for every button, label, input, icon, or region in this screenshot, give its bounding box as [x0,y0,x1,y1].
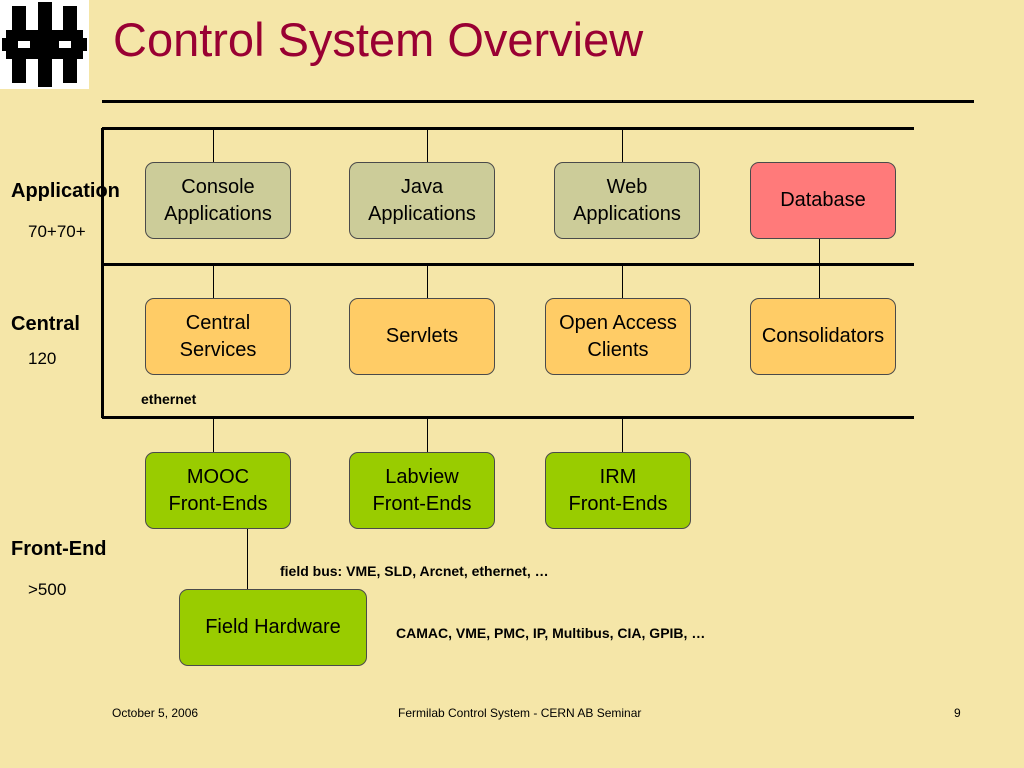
connector [247,528,248,589]
central-bus-line [102,263,914,266]
central-services-box: Central Services [145,298,291,375]
servlets-box: Servlets [349,298,495,375]
tier-count-central: 120 [28,349,57,368]
connector [622,265,623,298]
tier-count-application: 70+70+ [28,222,86,241]
tier-label-frontend: Front-End [11,538,107,560]
footer-title: Fermilab Control System - CERN AB Semina… [398,706,642,720]
footer-date: October 5, 2006 [112,706,199,720]
open-access-clients-box: Open Access Clients [545,298,691,375]
hardware-buses-note: CAMAC, VME, PMC, IP, Multibus, CIA, GPIB… [396,625,706,641]
connector [427,129,428,162]
left-spine-line [101,128,104,418]
connector [213,129,214,162]
application-bus-line [102,127,914,130]
console-applications-box: Console Applications [145,162,291,239]
java-applications-box: Java Applications [349,162,495,239]
page-number: 9 [954,706,961,720]
connector [213,265,214,298]
connector [819,238,820,298]
connector [622,129,623,162]
consolidators-box: Consolidators [750,298,896,375]
labview-front-ends-box: Labview Front-Ends [349,452,495,529]
field-hardware-box: Field Hardware [179,589,367,666]
tier-label-application: Application [11,180,120,202]
database-box: Database [750,162,896,239]
tier-count-frontend: >500 [28,580,67,599]
connector [427,265,428,298]
connector [622,418,623,452]
fermilab-logo-icon [2,2,87,87]
field-bus-note: field bus: VME, SLD, Arcnet, ethernet, … [280,563,549,579]
mooc-front-ends-box: MOOC Front-Ends [145,452,291,529]
connector [427,418,428,452]
title-rule [102,100,974,103]
tier-label-central: Central [11,313,80,335]
irm-front-ends-box: IRM Front-Ends [545,452,691,529]
ethernet-label: ethernet [141,391,197,407]
ethernet-bus-line [102,416,914,419]
fermilab-logo [0,0,89,89]
connector [213,418,214,452]
web-applications-box: Web Applications [554,162,700,239]
page-title: Control System Overview [113,13,644,66]
